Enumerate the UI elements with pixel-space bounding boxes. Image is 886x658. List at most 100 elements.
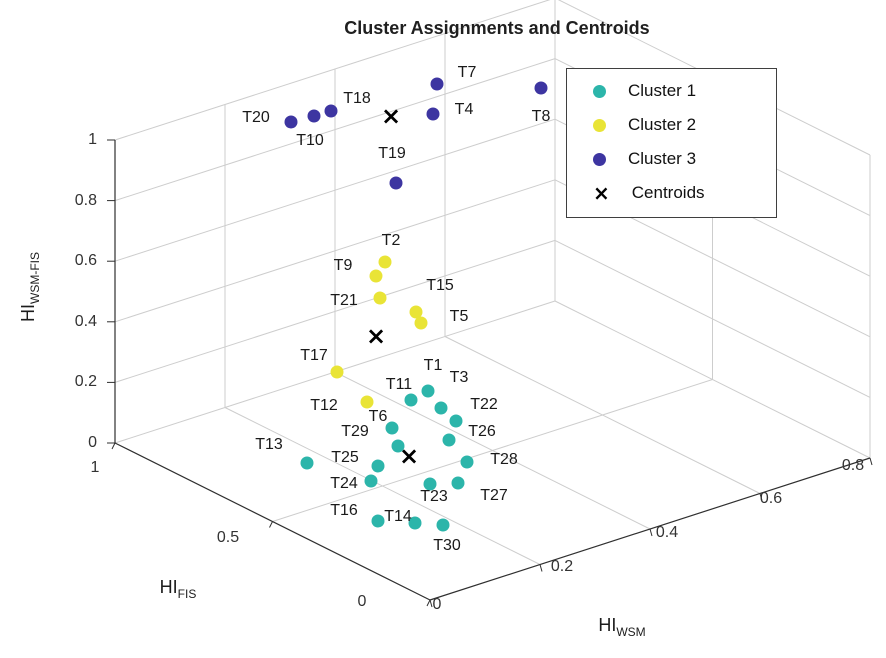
y-axis-tick-0.8: 0.8	[841, 457, 865, 474]
legend-entry-label: Cluster 2	[628, 115, 697, 134]
point-t11[interactable]	[404, 393, 418, 407]
point-label-t6: T6	[368, 408, 388, 425]
y-axis-label-text: HI	[598, 615, 617, 636]
point-t5[interactable]	[414, 316, 428, 330]
point-t10[interactable]	[307, 109, 321, 123]
point-t4[interactable]	[426, 107, 440, 121]
point-label-t30: T30	[433, 537, 461, 554]
legend-entry-label: Centroids	[631, 183, 705, 202]
point-t18[interactable]	[324, 104, 338, 118]
point-label-t13: T13	[255, 436, 283, 453]
x-axis-label: HIFIS	[160, 577, 197, 601]
point-label-t21: T21	[330, 292, 358, 309]
point-label-t16: T16	[330, 502, 358, 519]
centroid-cluster-1-marker[interactable]: ×	[398, 442, 420, 470]
point-label-t28: T28	[490, 451, 518, 468]
point-t17[interactable]	[330, 365, 344, 379]
legend-entry-label: Cluster 1	[628, 81, 697, 100]
legend-entry-cluster-3[interactable]: Cluster 3	[567, 142, 776, 176]
point-t7[interactable]	[430, 77, 444, 91]
legend-x-icon: ×	[593, 180, 610, 205]
point-label-t29: T29	[341, 423, 369, 440]
point-t29[interactable]	[391, 439, 405, 453]
legend-entry-cluster-1[interactable]: Cluster 1	[567, 74, 776, 108]
point-t27[interactable]	[451, 476, 465, 490]
y-axis-label: HIWSM	[598, 615, 645, 639]
point-label-t5: T5	[449, 308, 469, 325]
point-label-t22: T22	[470, 396, 498, 413]
z-axis-label-text: HI	[18, 304, 39, 322]
point-label-t25: T25	[331, 449, 359, 466]
point-label-t26: T26	[468, 423, 496, 440]
point-label-t14: T14	[384, 508, 412, 525]
y-axis-tick-0.6: 0.6	[759, 490, 783, 507]
point-t15[interactable]	[409, 305, 423, 319]
y-axis-tick-0: 0	[432, 596, 442, 613]
point-label-t11: T11	[385, 376, 413, 393]
y-axis-tick-0.2: 0.2	[550, 558, 574, 575]
point-t8[interactable]	[534, 81, 548, 95]
point-t22[interactable]	[449, 414, 463, 428]
z-axis-label-sub: WSM-FIS	[27, 252, 42, 304]
point-label-t7: T7	[457, 64, 477, 81]
point-t9[interactable]	[369, 269, 383, 283]
point-t20[interactable]	[284, 115, 298, 129]
x-axis-tick-1: 1	[90, 459, 100, 476]
point-label-t17: T17	[300, 347, 328, 364]
point-t6[interactable]	[385, 421, 399, 435]
point-label-t8: T8	[531, 108, 551, 125]
point-t3[interactable]	[434, 401, 448, 415]
point-label-t18: T18	[343, 90, 371, 107]
y-axis-label-sub: WSM	[616, 624, 646, 639]
z-axis-tick-0.6: 0.6	[74, 252, 97, 269]
z-axis-tick-1: 1	[88, 131, 97, 148]
point-t2[interactable]	[378, 255, 392, 269]
x-axis-tick-0.5: 0.5	[216, 529, 240, 546]
point-t12[interactable]	[360, 395, 374, 409]
legend-entry-cluster-2[interactable]: Cluster 2	[567, 108, 776, 142]
legend-entry-label: Cluster 3	[628, 149, 697, 168]
legend-entry-centroids[interactable]: × Centroids	[567, 176, 776, 210]
z-axis-tick-0: 0	[88, 434, 97, 451]
point-t21[interactable]	[373, 291, 387, 305]
point-t19[interactable]	[389, 176, 403, 190]
point-label-t27: T27	[480, 487, 508, 504]
point-t1[interactable]	[421, 384, 435, 398]
point-t28[interactable]	[460, 455, 474, 469]
legend-dot-icon	[593, 118, 606, 132]
point-label-t2: T2	[381, 232, 401, 249]
z-axis-tick-0.8: 0.8	[74, 192, 97, 209]
point-label-t20: T20	[242, 109, 270, 126]
point-label-t24: T24	[330, 475, 358, 492]
point-label-t23: T23	[420, 488, 448, 505]
y-axis-tick-0.4: 0.4	[655, 524, 679, 541]
legend[interactable]: Cluster 1 Cluster 2 Cluster 3 × Centroids	[566, 68, 777, 218]
point-label-t15: T15	[426, 277, 454, 294]
point-t13[interactable]	[300, 456, 314, 470]
point-label-t3: T3	[449, 369, 469, 386]
x-axis-tick-0: 0	[357, 593, 367, 610]
point-label-t4: T4	[454, 101, 474, 118]
point-t16[interactable]	[371, 514, 385, 528]
x-axis-label-text: HI	[159, 577, 178, 598]
point-label-t10: T10	[296, 132, 324, 149]
point-t30[interactable]	[436, 518, 450, 532]
point-t26[interactable]	[442, 433, 456, 447]
z-axis-label: HIWSM-FIS	[18, 252, 42, 322]
x-axis-label-sub: FIS	[177, 586, 197, 601]
centroid-cluster-2-marker[interactable]: ×	[365, 322, 387, 350]
point-label-t1: T1	[423, 357, 443, 374]
z-axis-tick-0.2: 0.2	[74, 373, 97, 390]
legend-dot-icon	[593, 152, 606, 166]
legend-entries: Cluster 1 Cluster 2 Cluster 3 × Centroids	[567, 74, 776, 210]
z-axis-tick-0.4: 0.4	[74, 313, 97, 330]
centroid-cluster-3-marker[interactable]: ×	[380, 102, 402, 130]
point-label-t9: T9	[333, 257, 353, 274]
legend-dot-icon	[593, 84, 606, 98]
point-t25[interactable]	[371, 459, 385, 473]
point-t14[interactable]	[408, 516, 422, 530]
point-t24[interactable]	[364, 474, 378, 488]
point-t23[interactable]	[423, 477, 437, 491]
